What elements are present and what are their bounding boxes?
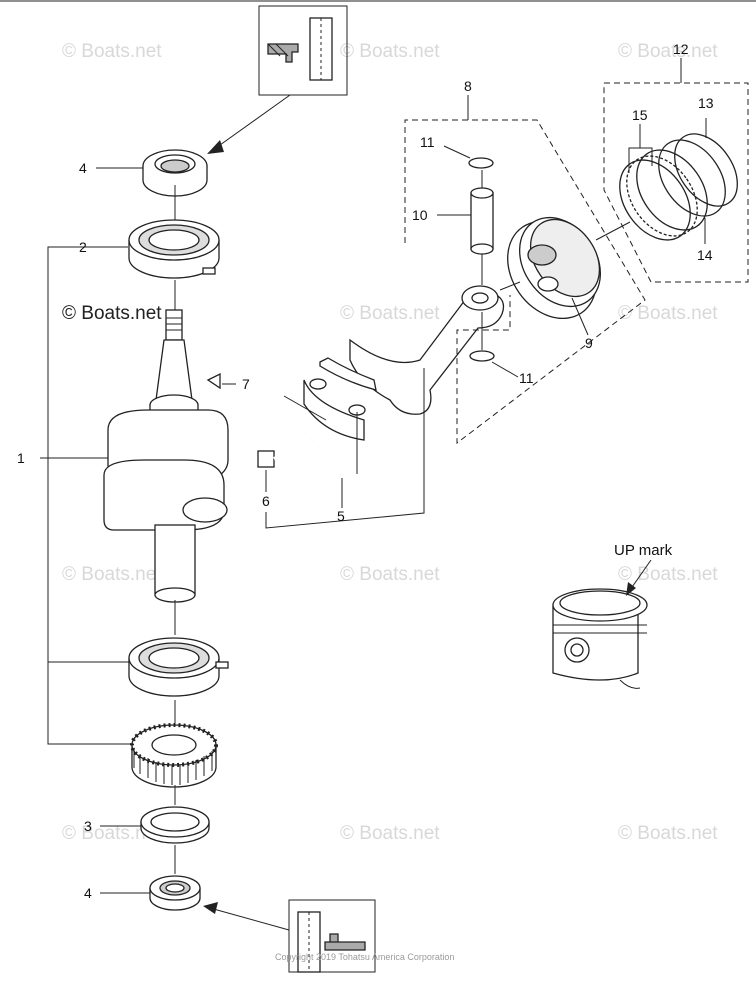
watermark: © Boats.net <box>340 823 440 844</box>
watermark: © Boats.net <box>618 564 718 585</box>
axis-line <box>595 221 631 241</box>
arrow-bottom <box>209 907 290 931</box>
callout-10: 10 <box>412 207 428 223</box>
callout-11-bottom: 11 <box>519 370 534 386</box>
watermark: © Boats.net <box>618 41 718 62</box>
leader-up-mark <box>629 559 652 591</box>
group-12-box <box>603 82 749 283</box>
piston <box>507 216 601 320</box>
callout-9: 9 <box>585 335 593 351</box>
rod-bolt <box>257 438 313 468</box>
up-mark-label: UP mark <box>614 542 673 559</box>
watermark: © Boats.net <box>62 303 162 324</box>
rod-cap <box>303 357 377 441</box>
leader-11-bottom <box>491 361 519 378</box>
callout-1: 1 <box>17 450 25 466</box>
leader-11-top <box>443 145 471 159</box>
oil-seal-bottom <box>149 875 201 911</box>
watermark: © Boats.net <box>340 564 440 585</box>
callout-15: 15 <box>632 107 648 123</box>
arrow-top <box>212 94 291 151</box>
watermark: © Boats.net <box>62 564 162 585</box>
callout-7: 7 <box>242 376 250 392</box>
spacer-ring <box>140 806 210 844</box>
piston-rings <box>619 133 738 241</box>
oil-seal-top <box>142 149 208 197</box>
callout-11-top: 11 <box>420 134 435 150</box>
piston-up-mark <box>552 588 648 689</box>
up-mark-arrowhead <box>626 582 636 596</box>
callout-13: 13 <box>698 95 714 111</box>
watermark: © Boats.net <box>62 823 162 844</box>
connecting-rod <box>349 285 505 415</box>
leader-5 <box>283 395 327 421</box>
watermark: © Boats.net <box>618 823 718 844</box>
callout-4-top: 4 <box>79 160 87 176</box>
circlip-top <box>468 157 494 169</box>
watermark: © Boats.net <box>618 303 718 324</box>
arrow-head-top <box>207 140 224 154</box>
callout-12: 12 <box>673 41 689 57</box>
callout-14: 14 <box>697 247 713 263</box>
bracket-5 <box>265 368 425 529</box>
bearing-lower <box>128 637 229 697</box>
circlip-bottom <box>469 350 495 362</box>
watermark: © Boats.net <box>62 41 162 62</box>
callout-4-bottom: 4 <box>84 885 92 901</box>
callout-5: 5 <box>337 508 345 524</box>
leader-9 <box>571 297 589 336</box>
detail-inset-top <box>258 5 348 96</box>
watermark: © Boats.net <box>340 303 440 324</box>
callout-3: 3 <box>84 818 92 834</box>
axis-line <box>499 281 521 291</box>
bearing-top <box>128 219 220 279</box>
crankshaft <box>103 309 229 603</box>
detail-inset-bottom <box>288 899 376 973</box>
crank-gear <box>130 723 218 788</box>
callout-8: 8 <box>464 78 472 94</box>
arrow-head-bottom <box>203 902 218 914</box>
bracket-1 <box>47 246 132 745</box>
group-8-box <box>404 119 646 445</box>
piston-pin <box>470 187 494 255</box>
callout-6: 6 <box>262 493 270 509</box>
woodruff-key <box>206 372 221 390</box>
copyright-text: Copyright 2019 Tohatsu America Corporati… <box>275 952 454 962</box>
watermark: © Boats.net <box>340 41 440 62</box>
callout-2: 2 <box>79 239 87 255</box>
